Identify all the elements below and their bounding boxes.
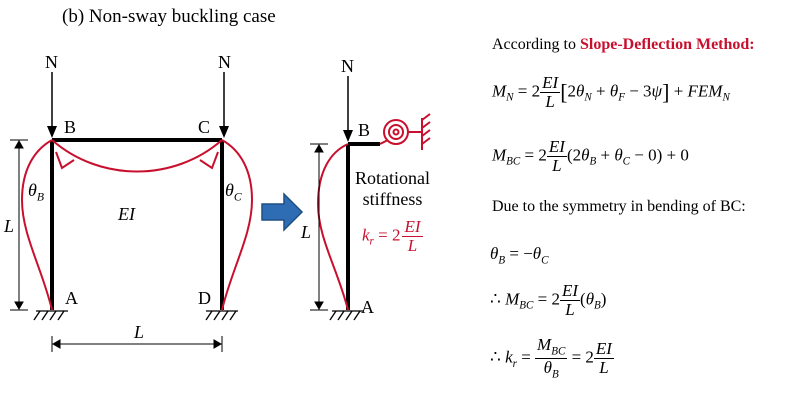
fixed-support-D xyxy=(205,310,238,321)
rotation-mark-B xyxy=(55,151,75,170)
fixed-support-A-sub xyxy=(329,310,364,321)
rotational-stiffness-text: Rotational stiffness xyxy=(355,168,430,210)
dimension-height-left xyxy=(10,139,28,311)
height-label-left: L xyxy=(4,216,15,236)
joint-label-B-sub: B xyxy=(358,120,371,140)
load-arrowhead-left xyxy=(47,126,57,138)
equation-theta: θB = −θC xyxy=(490,244,549,267)
deflected-column-right xyxy=(221,139,254,311)
rotational-line2: stiffness xyxy=(362,189,423,209)
figure-title: (b) Non-sway buckling case xyxy=(62,6,276,27)
deflected-column-sub xyxy=(316,143,349,311)
height-label-sub: L xyxy=(301,222,312,242)
fixed-support-A xyxy=(33,310,68,321)
rotation-mark-C xyxy=(199,151,219,170)
joint-label-A: A xyxy=(65,288,78,308)
dimension-height-sub xyxy=(310,143,328,311)
joint-label-A-sub: A xyxy=(361,297,374,317)
deflected-column-left xyxy=(20,139,53,311)
joint-label-B: B xyxy=(64,117,77,137)
transition-arrow xyxy=(261,192,304,232)
joint-label-D: D xyxy=(198,288,211,308)
load-arrowhead-right xyxy=(219,126,229,138)
dimension-span-bottom xyxy=(51,336,223,352)
rotation-label-B: θB xyxy=(28,180,44,204)
rotational-line1: Rotational xyxy=(355,168,430,188)
load-arrowhead-sub xyxy=(343,130,353,142)
stiffness-label-EI: EI xyxy=(118,204,135,224)
rotational-spring xyxy=(379,113,431,150)
method-name: Slope-Deflection Method: xyxy=(579,36,755,53)
load-label-right: N xyxy=(218,52,231,72)
load-label-sub: N xyxy=(341,56,354,76)
span-label-bottom: L xyxy=(134,322,145,342)
deflected-beam xyxy=(51,139,223,173)
load-label-left: N xyxy=(45,52,58,72)
symmetry-text: Due to the symmetry in bending of BC: xyxy=(492,198,746,215)
intro-text: According to Slope-Deflection Method: xyxy=(492,36,755,53)
rotation-label-C: θC xyxy=(225,180,242,204)
joint-label-C: C xyxy=(198,117,211,137)
